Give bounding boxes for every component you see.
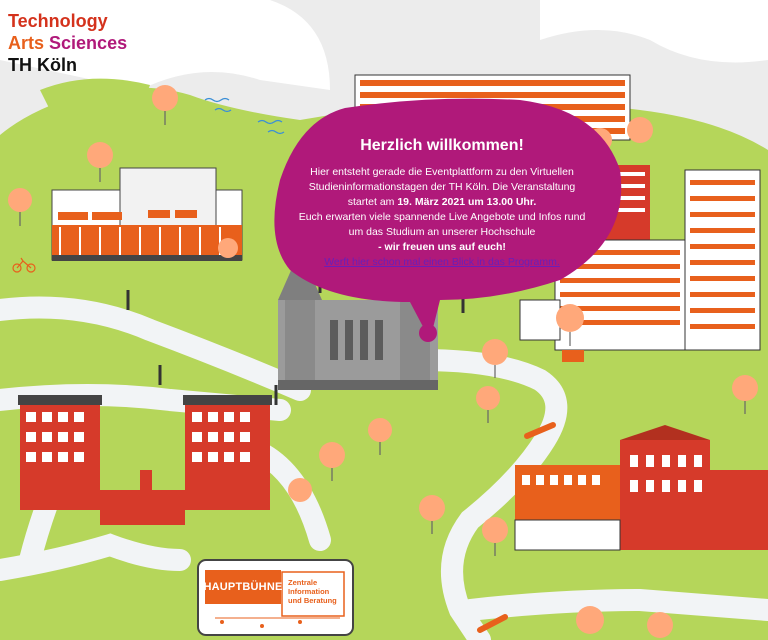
logo-line-th-koeln: TH Köln bbox=[8, 55, 77, 75]
central-info-button[interactable]: Zentrale Information und Beratung bbox=[288, 578, 344, 605]
water-waves bbox=[204, 97, 285, 135]
welcome-message: Herzlich willkommen! Hier entsteht gerad… bbox=[297, 137, 587, 270]
orange-path-markers bbox=[477, 422, 556, 633]
welcome-intro: Hier entsteht gerade die Eventplattform … bbox=[308, 166, 576, 208]
welcome-speech-bubble bbox=[274, 98, 622, 342]
logo-line-technology: Technology bbox=[8, 11, 108, 31]
main-stage-button[interactable]: HAUPTBÜHNE bbox=[203, 570, 283, 604]
building-red-right bbox=[514, 425, 768, 551]
program-link[interactable]: Werft hier schon mal einen Blick in das … bbox=[324, 256, 560, 268]
welcome-offer-text: Euch erwarten viele spannende Live Angeb… bbox=[298, 211, 586, 238]
info-line-2: Information bbox=[288, 587, 330, 596]
main-stage-label: HAUPTBÜHNE bbox=[203, 581, 283, 593]
building-gallery bbox=[51, 167, 243, 261]
event-date: 19. März 2021 um 13.00 Uhr. bbox=[397, 196, 537, 208]
info-line-1: Zentrale bbox=[288, 578, 318, 587]
logo-word-sciences: Sciences bbox=[49, 33, 128, 53]
info-line-3: und Beratung bbox=[288, 596, 337, 605]
welcome-body: Hier entsteht gerade die Eventplattform … bbox=[297, 165, 587, 270]
bicycle-icon bbox=[12, 257, 36, 273]
welcome-cheer: - wir freuen uns auf euch! bbox=[378, 241, 506, 253]
th-koeln-logo[interactable]: Technology Arts Sciences TH Köln bbox=[8, 10, 127, 76]
logo-word-arts: Arts bbox=[8, 33, 45, 53]
building-red-left bbox=[18, 395, 272, 525]
welcome-title: Herzlich willkommen! bbox=[360, 137, 524, 154]
